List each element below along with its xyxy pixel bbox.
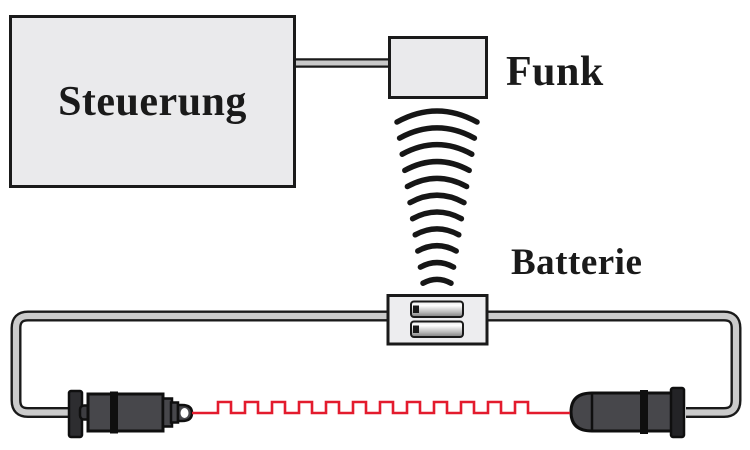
radio-waves-icon: [394, 108, 480, 286]
radio-wave-arc: [399, 142, 475, 157]
radio-wave-arc: [412, 226, 462, 238]
control-unit-box: Steuerung: [9, 15, 296, 188]
radio-wave-arc: [420, 276, 454, 286]
circuit-wire-loop: [10, 310, 742, 418]
radio-label: Funk: [506, 49, 604, 95]
igniter-right-flange: [669, 386, 686, 439]
battery-box: [386, 294, 489, 346]
igniter-left: [67, 389, 194, 439]
signal-square-wave: [192, 400, 570, 415]
battery-terminal: [413, 325, 419, 333]
battery-label: Batterie: [511, 242, 643, 283]
control-unit-label: Steuerung: [58, 78, 247, 125]
battery-terminal: [413, 305, 419, 313]
radio-wave-arc: [404, 175, 470, 190]
radio-wave-arc: [409, 209, 465, 222]
radio-wave-arc: [402, 158, 472, 174]
igniter-left-body: [86, 392, 165, 433]
battery-cell: [410, 320, 464, 338]
radio-wave-arc: [394, 108, 480, 125]
battery-cell: [410, 300, 464, 318]
igniter-right-body: [569, 391, 678, 433]
igniter-left-band: [110, 391, 118, 434]
radio-wave-arc: [396, 125, 478, 141]
radio-wave-arc: [417, 259, 457, 270]
igniter-right: [569, 386, 686, 439]
radio-box: [388, 36, 488, 99]
radio-wave-arc: [415, 242, 459, 254]
radio-wave-arc: [407, 192, 467, 206]
igniter-right-band: [640, 390, 648, 434]
